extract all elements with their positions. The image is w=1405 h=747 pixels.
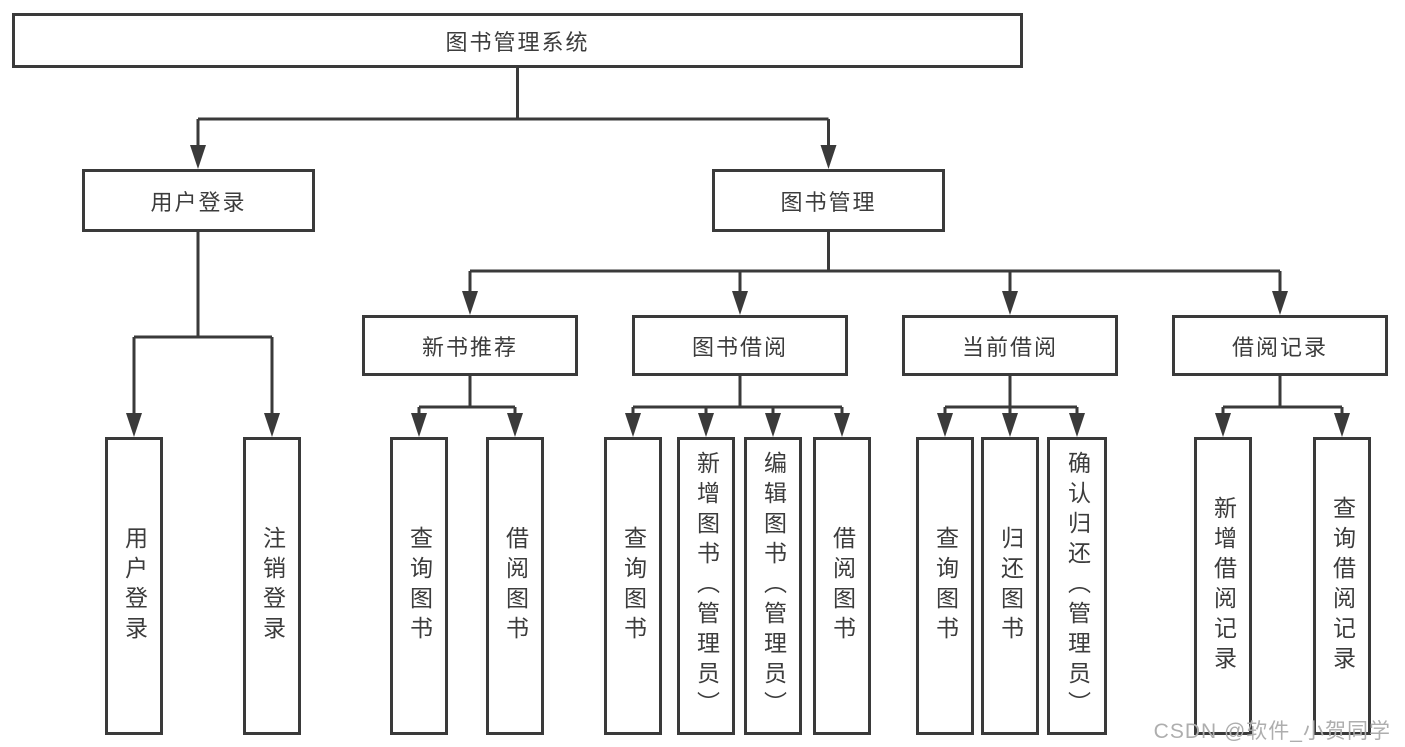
node-borrow-records: 借阅记录 (1172, 315, 1388, 376)
node-book-management-label: 图书管理 (780, 189, 877, 215)
node-book-borrowing: 图书借阅 (632, 315, 848, 376)
node-records-query-record: 查询借阅记录 (1313, 437, 1371, 735)
node-user-login-label: 用户登录 (150, 189, 247, 215)
node-borrowing-query-books: 查询图书 (604, 437, 662, 735)
node-new-book-recommend: 新书推荐 (362, 315, 578, 376)
node-newbooks-borrow-books: 借阅图书 (486, 437, 544, 735)
node-borrowing-borrow-books: 借阅图书 (813, 437, 871, 735)
node-new-book-recommend-label: 新书推荐 (421, 334, 518, 360)
node-user-login-leaf: 用户登录 (105, 437, 163, 735)
node-borrowing-query-books-label: 查询图书 (620, 526, 647, 646)
node-borrowing-edit-books-admin: 编辑图书（管理员） (744, 437, 802, 735)
csdn-watermark: CSDN @软件_小贺同学 (1153, 720, 1391, 743)
node-borrowing-borrow-books-label: 借阅图书 (829, 526, 856, 646)
node-borrow-records-label: 借阅记录 (1231, 334, 1328, 360)
node-newbooks-borrow-books-label: 借阅图书 (502, 526, 529, 646)
node-user-login-leaf-label: 用户登录 (121, 526, 148, 646)
node-user-login: 用户登录 (82, 169, 315, 232)
node-newbooks-query-books: 查询图书 (390, 437, 448, 735)
node-current-borrow: 当前借阅 (902, 315, 1118, 376)
node-logout-leaf: 注销登录 (243, 437, 301, 735)
node-current-query-books: 查询图书 (916, 437, 974, 735)
node-logout-leaf-label: 注销登录 (259, 526, 286, 646)
node-current-query-books-label: 查询图书 (932, 526, 959, 646)
node-borrowing-add-books-admin: 新增图书（管理员） (677, 437, 735, 735)
node-current-return-books-label: 归还图书 (997, 526, 1024, 646)
node-records-add-record: 新增借阅记录 (1194, 437, 1252, 735)
node-current-return-books: 归还图书 (981, 437, 1039, 735)
node-records-query-record-label: 查询借阅记录 (1329, 496, 1356, 676)
node-newbooks-query-books-label: 查询图书 (406, 526, 433, 646)
node-borrowing-edit-books-admin-label: 编辑图书（管理员） (760, 451, 787, 721)
node-book-borrowing-label: 图书借阅 (691, 334, 788, 360)
node-root-label: 图书管理系统 (445, 29, 590, 55)
node-current-confirm-return-admin-label: 确认归还（管理员） (1064, 451, 1091, 721)
node-borrowing-add-books-admin-label: 新增图书（管理员） (693, 451, 720, 721)
node-root-system: 图书管理系统 (12, 13, 1023, 68)
node-current-borrow-label: 当前借阅 (961, 334, 1058, 360)
node-records-add-record-label: 新增借阅记录 (1210, 496, 1237, 676)
node-book-management: 图书管理 (712, 169, 945, 232)
node-current-confirm-return-admin: 确认归还（管理员） (1047, 437, 1107, 735)
